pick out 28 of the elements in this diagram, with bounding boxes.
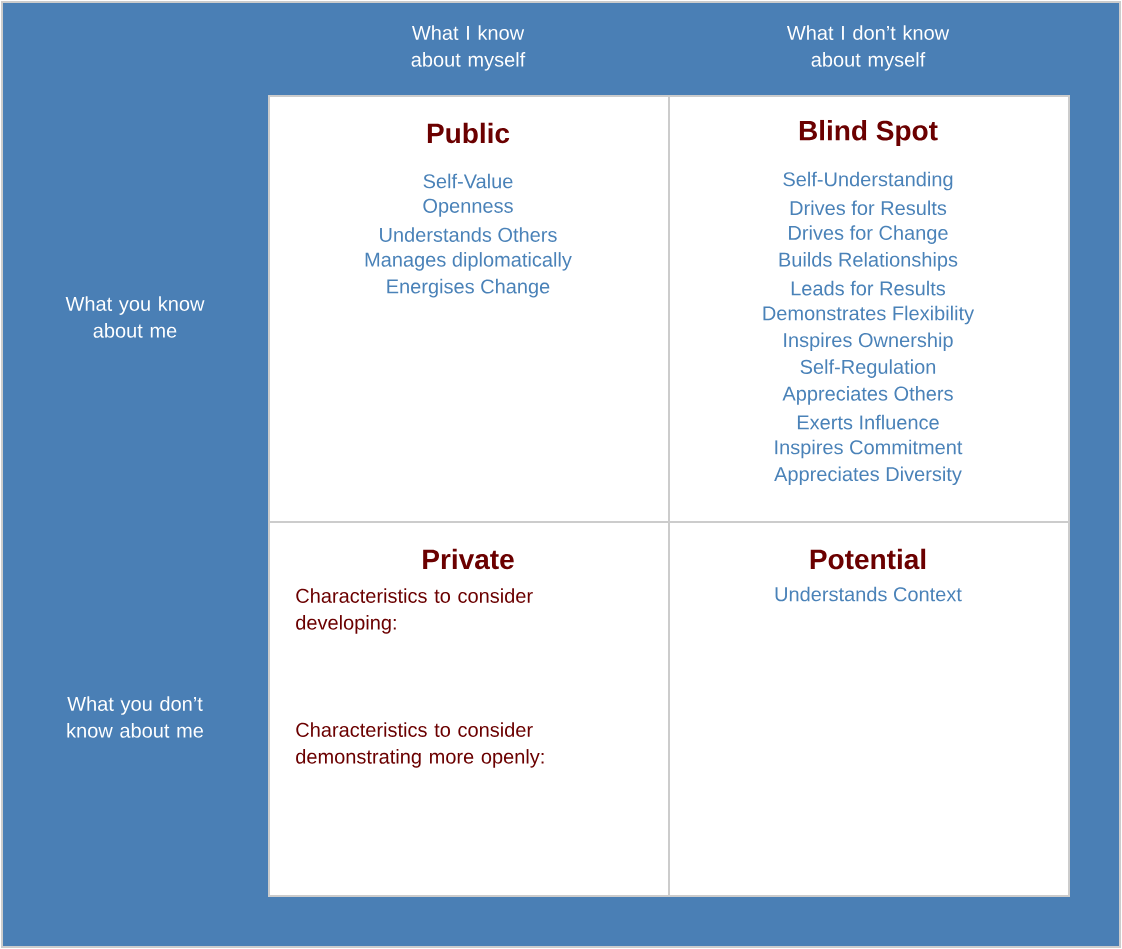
trait-item: Appreciates Diversity [774,466,962,486]
trait-item: Inspires Commitment [775,439,963,459]
quadrant-heading: Private [423,548,514,570]
prompt-text: Characteristics to consider demonstrating more openly: [296,722,544,768]
trait-item: Manages diplomatically [365,252,572,271]
trait-item: Understands Others [380,227,557,242]
quadrant-heading: Public [427,122,510,144]
trait-item: Inspires Ownership [784,332,953,352]
quadrant-heading: Potential [810,548,926,570]
trait-item: Energises Change [387,278,550,298]
trait-item: Demonstrates Flexibility [763,305,975,325]
trait-item: Self-Value [423,173,513,189]
quadrant-heading: Blind Spot [799,119,938,147]
trait-item: Self-Understanding [783,171,953,191]
trait-item: Openness [423,198,513,217]
trait-item: Self-Regulation [800,359,936,378]
trait-item: Leads for Results [791,280,946,296]
axis-label: What I know about myself [411,25,526,71]
trait-item: Drives for Results [790,200,947,216]
trait-item: Exerts Influence [797,414,939,430]
trait-item: Appreciates Others [782,386,953,405]
trait-item: Drives for Change [789,225,948,244]
trait-item: Understands Context [775,586,962,602]
prompt-text: Characteristics to consider developing: [296,588,533,634]
trait-item: Builds Relationships [779,252,958,271]
axis-label: What I don’t know about myself [786,25,950,71]
axis-label: What you don’t know about me [67,696,203,738]
axis-label: What you know about me [65,296,205,338]
